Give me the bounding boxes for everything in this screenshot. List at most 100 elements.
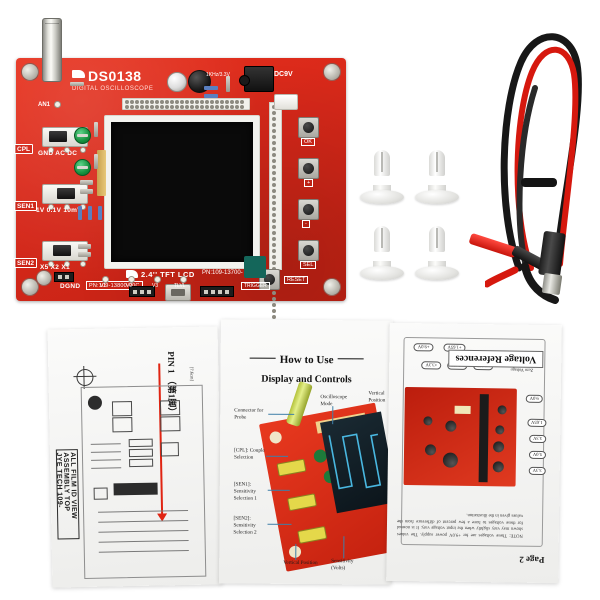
illustration-switch-sen2 [297, 525, 328, 544]
lcd-part-number: PN:109-13700- [202, 270, 243, 276]
button-minus[interactable] [298, 199, 319, 220]
button-plus[interactable] [298, 158, 319, 179]
component-outline [160, 442, 179, 457]
component-outline [128, 448, 153, 458]
manual-page-how-to-use: How to Use Display and Controls Connecto… [219, 319, 403, 585]
mini-usb-connector[interactable] [165, 284, 191, 301]
jyetech-logo-icon [72, 69, 85, 78]
resistor [78, 252, 91, 257]
component-outline [128, 438, 153, 448]
voltage-callout: +9.0V [413, 343, 434, 352]
resistor [226, 76, 230, 92]
component-outline [98, 549, 189, 553]
rule-left [249, 357, 276, 360]
component-outline [98, 519, 189, 523]
leader-line [267, 523, 292, 525]
white-connector[interactable] [274, 94, 298, 110]
lcd-header-pins [122, 98, 250, 110]
board-part-number: PN:109-13800-00C [86, 281, 143, 290]
component-outline [129, 458, 154, 468]
pcb-outline-drawing [80, 384, 207, 579]
component-outline [90, 443, 121, 445]
test-point-tlvl-label: TLVL [174, 283, 186, 289]
switch-sen1[interactable] [42, 184, 88, 204]
button-minus-label: - [302, 220, 310, 228]
button-ok[interactable] [298, 117, 319, 138]
switch-cpl-label: CPL [14, 144, 33, 154]
test-signal-label: 1KHz/3.3V [206, 72, 230, 78]
drawing-title-block: JYE TECH 109- ASSEMBLY TOP ALL FILM ID V… [55, 449, 80, 540]
test-point [54, 101, 61, 108]
test-point-v3 [154, 276, 161, 283]
mounting-hole [323, 63, 341, 81]
voltage-callout: 9.0V [525, 394, 543, 403]
leader-line [332, 406, 334, 425]
illustration-component [442, 452, 459, 468]
cable-wires-icon [483, 33, 582, 304]
annotation-connector-for-probe: Connector for Probe [234, 407, 264, 421]
test-point-v1-label: V1 [100, 283, 107, 289]
board-subtitle: DIGITAL OSCILLOSCOPE [72, 86, 154, 92]
smd-capacitor [88, 206, 92, 220]
illustration-component [454, 405, 471, 414]
manual-page-assembly-drawing: PIN 1 （第1脚） [7.6cm] [47, 326, 223, 588]
sen2-positions-label: X5 X2 X1 [40, 264, 70, 271]
manual-page-voltage-references: Page 2 NOTE: These voltages are for +9.0… [386, 322, 562, 584]
component-outline [113, 482, 158, 496]
illustration-component [493, 441, 505, 453]
switch-sen1-label: SEN1 [14, 201, 37, 211]
board-brand-name: DS0138 [88, 68, 142, 84]
pin-header-2p [54, 272, 74, 282]
illustration-component [423, 416, 433, 426]
illustration-switch-cpl [276, 458, 307, 477]
component-outline [111, 401, 133, 417]
component-outline [90, 451, 121, 453]
illustration-component [492, 461, 504, 473]
illustration-component [445, 420, 457, 432]
mounting-hole [323, 278, 341, 296]
test-point-v2 [128, 276, 135, 283]
component-outline [87, 395, 103, 410]
illustration-component [497, 405, 507, 415]
trimmer-potentiometer[interactable] [74, 159, 91, 176]
shield-can [42, 18, 62, 82]
switch-sen2[interactable] [42, 241, 88, 261]
component-outline [160, 416, 181, 432]
annotation-sen2: [SEN2]: Sensitivity Selection 2 [233, 515, 257, 536]
button-ok-label: OK [301, 138, 315, 146]
annotation-vertical-position: Vertical Position [283, 559, 318, 567]
component-outline [159, 400, 181, 416]
smd-capacitor [98, 206, 102, 220]
component-outline [98, 509, 189, 513]
illustration-shield-can [478, 394, 489, 483]
component-outline [91, 467, 122, 469]
page-number-label: Page 2 [519, 554, 545, 565]
trimmer-potentiometer[interactable] [74, 127, 91, 144]
board-branding: DS0138 DIGITAL OSCILLOSCOPE [72, 69, 153, 92]
button-sel-label: SEL [300, 261, 317, 269]
component-outline [91, 459, 122, 461]
annotation-oscilloscope-mode: Oscilloscope Mode [320, 394, 348, 408]
button-reset-label: RESET [284, 276, 309, 284]
pin-header-3p [129, 286, 155, 297]
an1-test-point-label: AN1 [38, 102, 51, 108]
nylon-standoff [360, 224, 404, 282]
mcu-side-pin-header [269, 102, 282, 391]
illustration-mounting-hole [268, 430, 283, 445]
voltage-note-text: NOTE: These voltages are for +9.0V power… [396, 512, 524, 539]
button-sel[interactable] [298, 240, 319, 261]
illustration-waveform-icon [328, 433, 382, 490]
annotation-sensitivity-volts: Sensitivity (Volts) [331, 558, 354, 572]
sen1-positions-label: 1V 0.1V 10mV [36, 207, 82, 214]
switch-position-dots [48, 147, 86, 153]
instruction-manual: PIN 1 （第1脚） [7.6cm] [28, 318, 573, 590]
tft-lcd-module [97, 115, 260, 269]
dc-power-jack[interactable] [239, 66, 274, 92]
lcd-flex-connector [97, 150, 106, 196]
annotation-sen1: [SEN1]: Sensitivity Selection 1 [233, 481, 257, 502]
inductor [167, 72, 187, 92]
voltage-callout: 1.65V [527, 418, 547, 428]
trigger-label: TRIGGER [241, 282, 270, 290]
voltage-references-title: Voltage References [448, 349, 544, 368]
